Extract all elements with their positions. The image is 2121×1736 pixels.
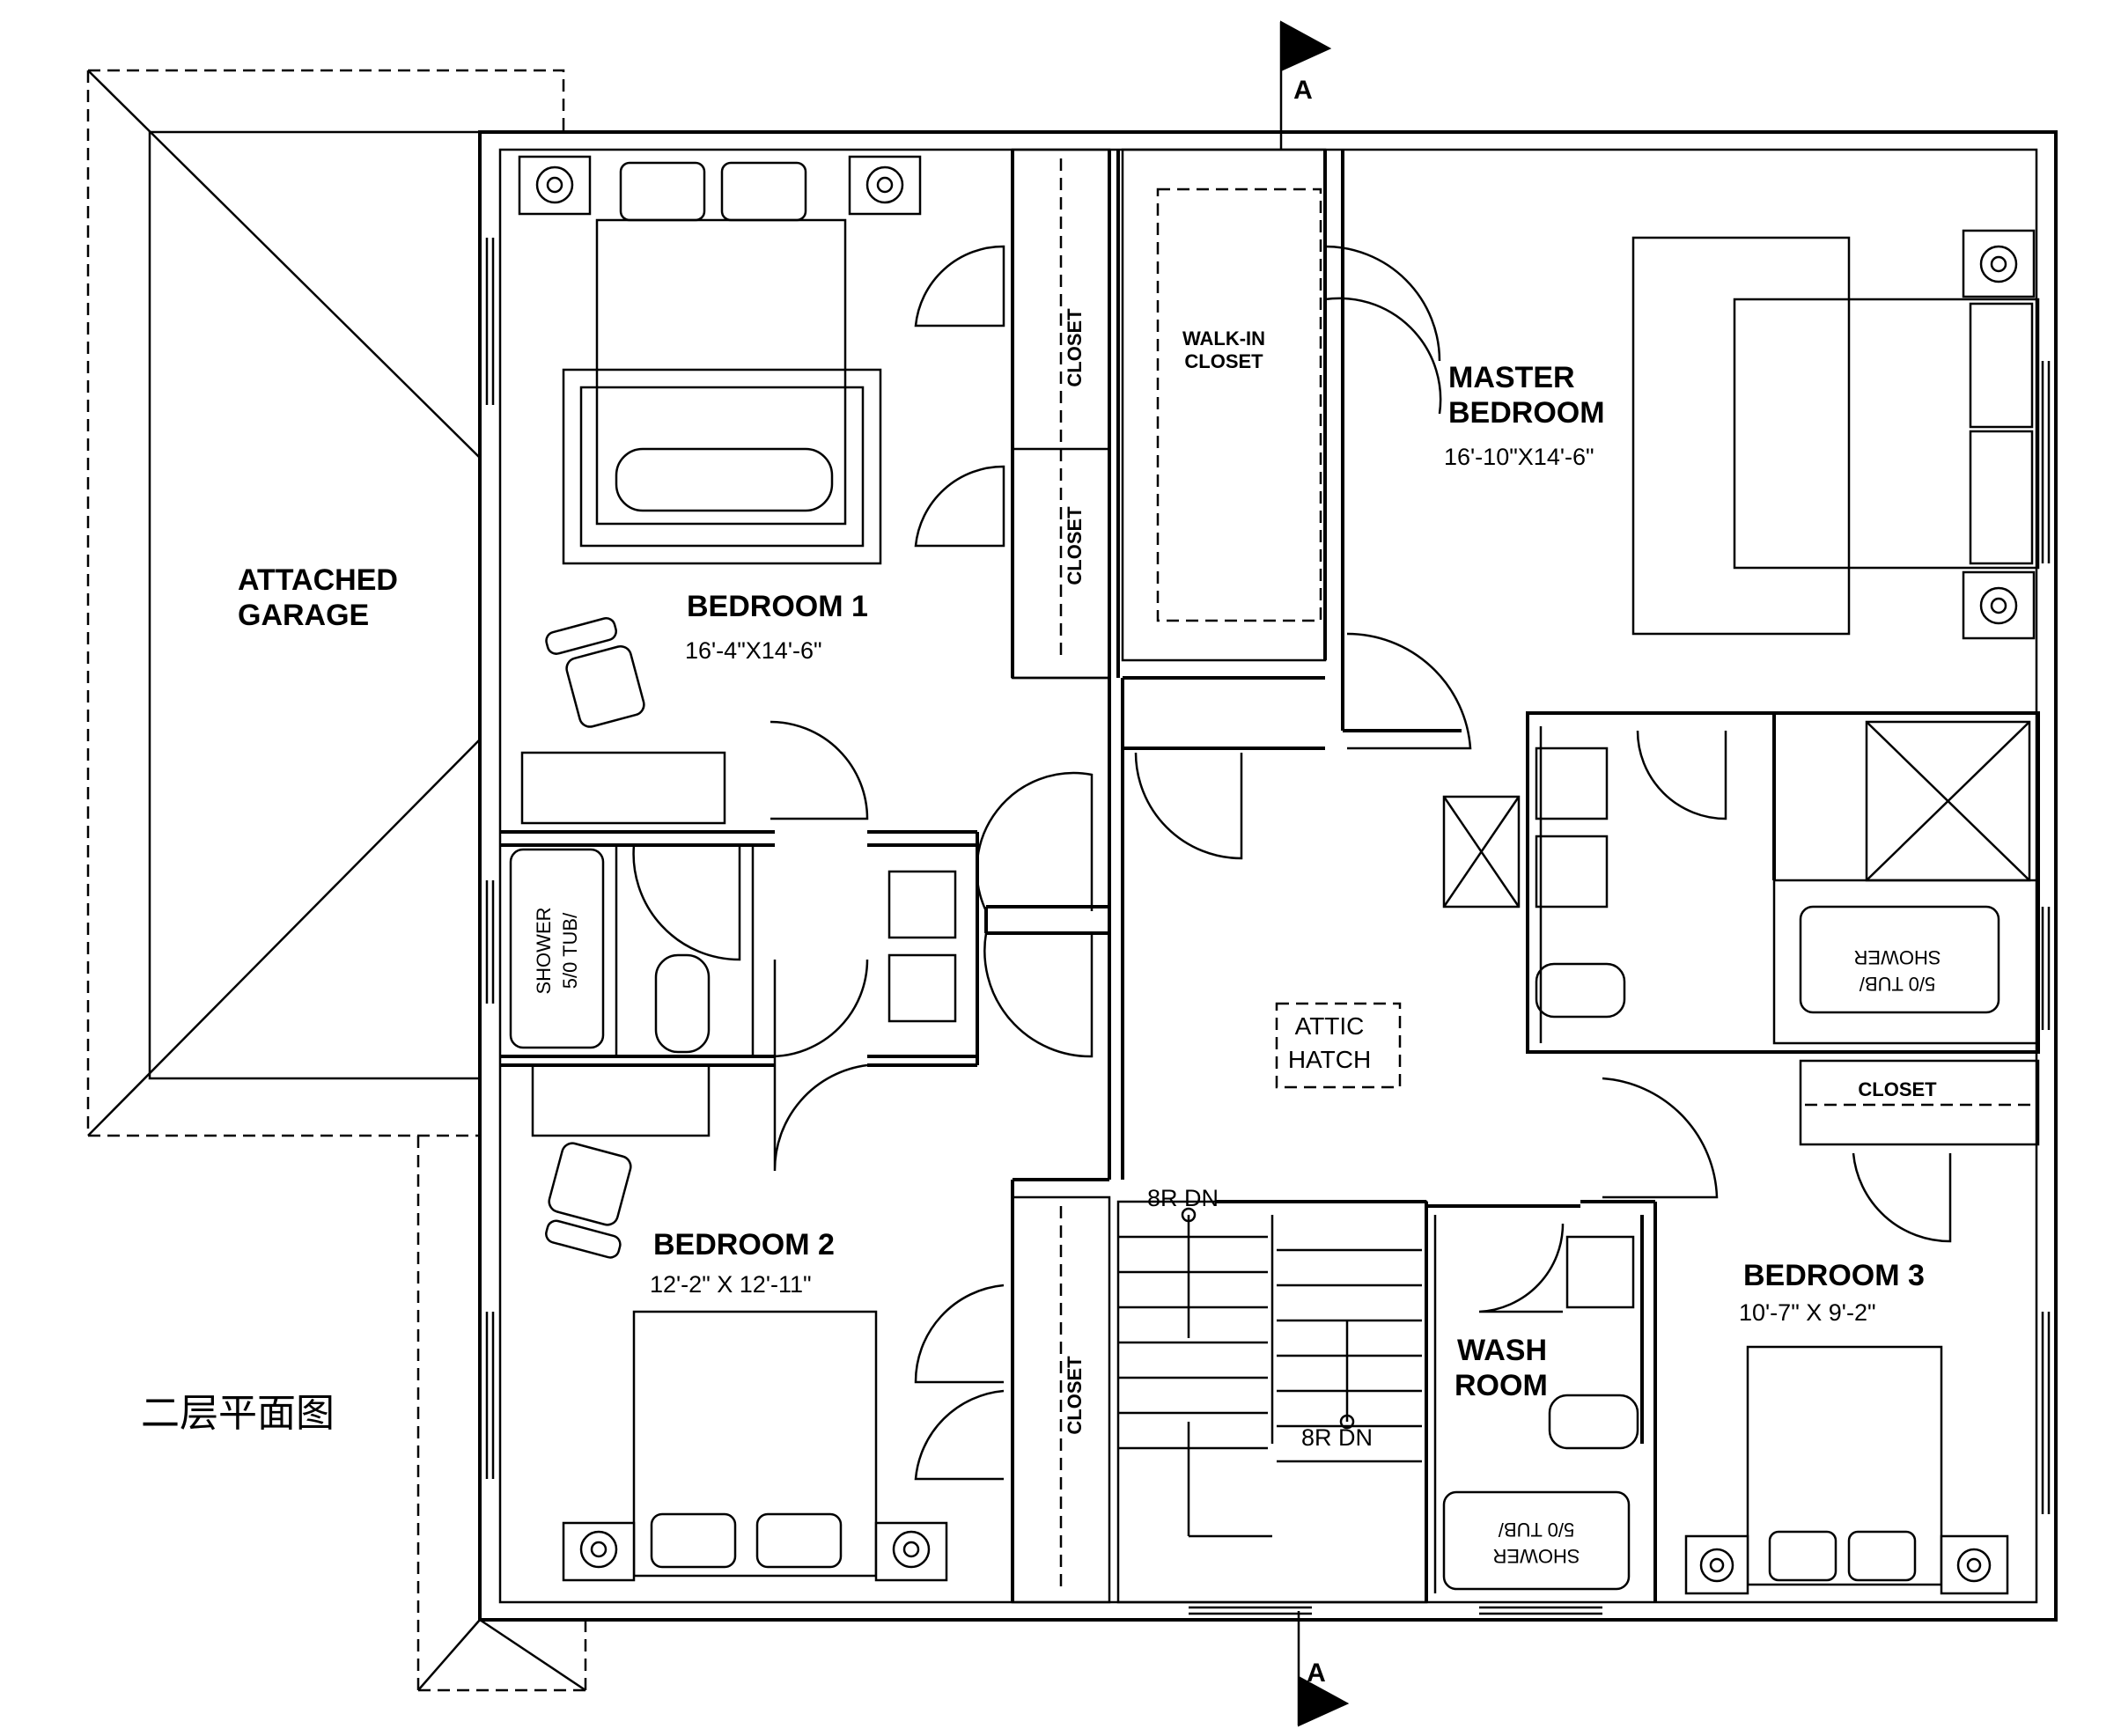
bedroom3-furniture	[1684, 1345, 2009, 1595]
exterior-walls	[478, 130, 2058, 1622]
attic-label-line1: ATTIC	[1295, 1012, 1365, 1040]
section-marker-top	[1279, 20, 1332, 150]
washroom-tub-label-line2: SHOWER	[1493, 1545, 1580, 1567]
doors	[632, 245, 1952, 1481]
master-tub-label-line2: SHOWER	[1854, 946, 1941, 968]
attached-garage	[86, 69, 587, 1692]
garage-label-line1: ATTACHED	[238, 563, 398, 597]
closet-label-2: CLOSET	[1064, 506, 1086, 585]
bedroom3-name: BEDROOM 3	[1743, 1259, 1925, 1292]
closet-label-1: CLOSET	[1064, 308, 1086, 387]
closet-label-4: CLOSET	[1858, 1078, 1937, 1100]
section-mark-top-label: A	[1293, 76, 1313, 105]
tub-label-line1: SHOWER	[533, 908, 555, 995]
sheet-title: 二层平面图	[141, 1391, 335, 1436]
washroom-tub-label-line1: 5/0 TUB/	[1498, 1519, 1574, 1541]
garage-label-line2: GARAGE	[238, 599, 369, 632]
master-label-line1: MASTER	[1448, 361, 1575, 394]
walkin-label-line2: CLOSET	[1184, 350, 1263, 372]
bedroom2-size: 12'-2" X 12'-11"	[650, 1271, 812, 1298]
bedroom2-name: BEDROOM 2	[653, 1228, 835, 1262]
washroom-label-line1: WASH	[1457, 1334, 1547, 1367]
walkin-label-line1: WALK-IN	[1182, 327, 1265, 349]
stairs-label-upper: 8R DN	[1147, 1185, 1219, 1211]
bedroom1-name: BEDROOM 1	[687, 590, 868, 623]
section-mark-bottom-label: A	[1307, 1659, 1326, 1688]
interior-walls	[500, 148, 2040, 1604]
bedroom1-size: 16'-4"X14'-6"	[685, 637, 822, 664]
attic-hatch-outline	[1275, 1002, 1402, 1089]
master-label-line2: BEDROOM	[1448, 396, 1605, 430]
bath-fixtures	[509, 720, 2031, 1591]
closet-label-3: CLOSET	[1064, 1356, 1086, 1435]
bedroom1-furniture	[518, 155, 922, 825]
section-marker-bottom	[1297, 1611, 1350, 1727]
washroom-label-line2: ROOM	[1455, 1369, 1548, 1402]
tub-label-line2: 5/0 TUB/	[559, 912, 581, 989]
master-size: 16'-10"X14'-6"	[1444, 444, 1594, 470]
attic-label-line2: HATCH	[1288, 1046, 1371, 1073]
master-furniture	[1631, 229, 2040, 640]
stairs	[1118, 1207, 1422, 1538]
bedroom3-size: 10'-7" X 9'-2"	[1739, 1299, 1876, 1326]
bedroom2-furniture	[531, 1063, 948, 1582]
master-tub-label-line1: 5/0 TUB/	[1859, 973, 1935, 995]
stairs-label-lower: 8R DN	[1301, 1424, 1373, 1451]
